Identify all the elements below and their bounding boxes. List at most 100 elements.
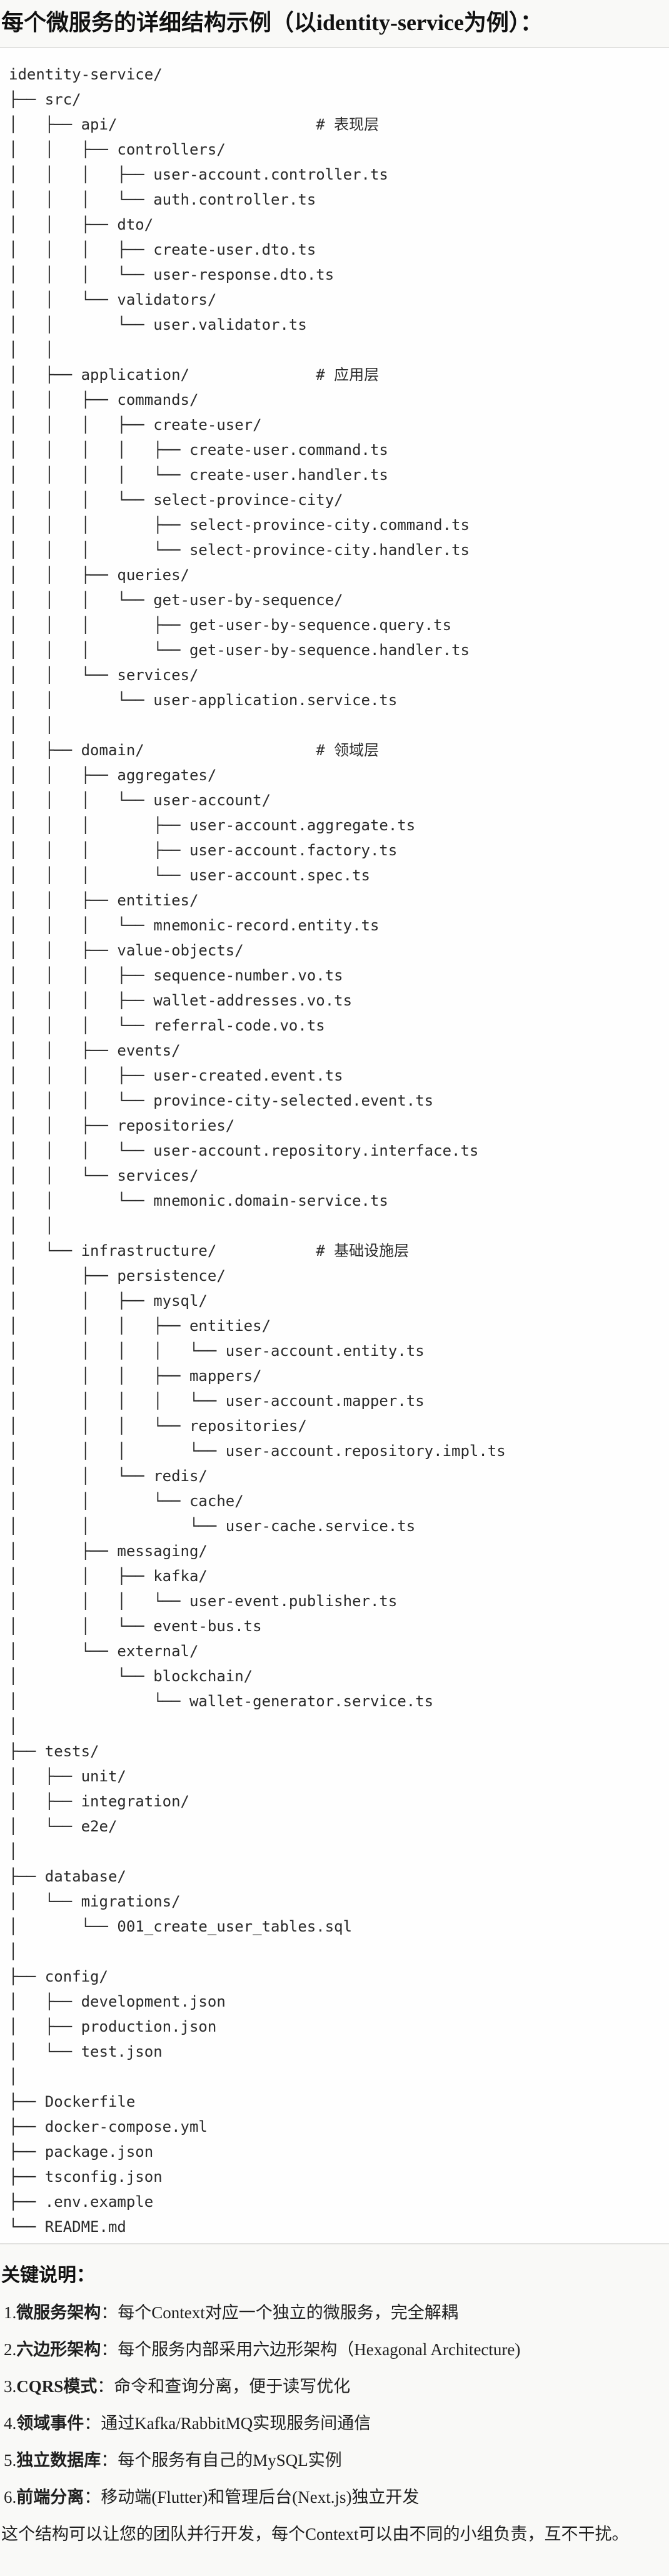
tree-line: │ │ │ └── referral-code.vo.ts xyxy=(9,1017,325,1034)
note-description: ：每个服务有自己的MySQL实例 xyxy=(101,2451,342,2470)
note-term: 六边形架构 xyxy=(16,2340,101,2359)
tree-line: ├── src/ xyxy=(9,91,81,108)
page-title: 每个微服务的详细结构示例（以identity-service为例）： xyxy=(1,10,543,35)
tree-line: │ │ └── user.validator.ts xyxy=(9,316,307,333)
tree-line: ├── Dockerfile xyxy=(9,2093,136,2110)
tree-line: │ │ xyxy=(9,341,54,359)
tree-line: ├── tsconfig.json xyxy=(9,2168,163,2186)
tree-line: │ ├── messaging/ xyxy=(9,1542,208,1560)
note-number: 3. xyxy=(4,2377,17,2396)
tree-line: │ │ │ └── mnemonic-record.entity.ts xyxy=(9,917,380,934)
tree-line: │ │ │ ├── entities/ xyxy=(9,1317,271,1335)
tree-line: │ │ └── mnemonic.domain-service.ts xyxy=(9,1192,388,1209)
tree-line: │ │ │ └── get-user-by-sequence/ xyxy=(9,591,343,609)
tree-line: │ │ │ ├── select-province-city.command.t… xyxy=(9,516,470,534)
note-item: 1.微服务架构：每个Context对应一个独立的微服务，完全解耦 xyxy=(1,2294,669,2331)
tree-line: │ │ ├── mysql/ xyxy=(9,1292,208,1310)
tree-line: │ ├── api/ # 表现层 xyxy=(9,116,380,133)
tree-line: │ │ │ ├── create-user.dto.ts xyxy=(9,241,316,258)
tree-line: │ │ │ │ └── create-user.handler.ts xyxy=(9,466,388,484)
note-number: 4. xyxy=(4,2414,17,2433)
tree-line: │ │ ├── repositories/ xyxy=(9,1117,235,1134)
tree-line: │ └── migrations/ xyxy=(9,1893,181,1910)
note-term: 领域事件 xyxy=(16,2414,84,2433)
tree-line: │ └── test.json xyxy=(9,2043,163,2060)
tree-line: │ ├── persistence/ xyxy=(9,1267,226,1285)
tree-line: │ │ │ │ └── user-account.entity.ts xyxy=(9,1342,425,1360)
tree-line: ├── config/ xyxy=(9,1968,108,1985)
tree-line: │ │ └── services/ xyxy=(9,666,199,684)
tree-line: │ │ │ ├── user-account.controller.ts xyxy=(9,166,388,183)
tree-line: └── README.md xyxy=(9,2218,126,2236)
note-description: ：命令和查询分离，便于读写优化 xyxy=(97,2377,351,2396)
tree-line: │ xyxy=(9,2068,18,2085)
directory-tree-code-block: identity-service/ ├── src/ │ ├── api/ # 表现… xyxy=(0,48,669,2244)
tree-line: │ │ │ └── province-city-selected.event.t… xyxy=(9,1092,434,1109)
tree-line: │ ├── unit/ xyxy=(9,1768,126,1785)
tree-line: │ │ ├── entities/ xyxy=(9,892,199,909)
tree-line: │ │ └── validators/ xyxy=(9,291,217,308)
tree-line: │ ├── domain/ # 领域层 xyxy=(9,741,380,759)
tree-line: │ ├── development.json xyxy=(9,1993,226,2010)
tree-line: │ │ │ ├── mappers/ xyxy=(9,1367,262,1385)
tree-line: │ │ ├── commands/ xyxy=(9,391,199,409)
tree-line: ├── tests/ xyxy=(9,1743,99,1760)
tree-line: │ │ │ ├── user-account.factory.ts xyxy=(9,842,398,859)
tree-line: │ │ │ └── repositories/ xyxy=(9,1417,307,1435)
tree-line: │ │ └── user-cache.service.ts xyxy=(9,1517,416,1535)
tree-line: │ └── 001_create_user_tables.sql xyxy=(9,1918,353,1935)
tree-line: │ │ ├── queries/ xyxy=(9,566,189,584)
tree-line: │ │ │ ├── wallet-addresses.vo.ts xyxy=(9,992,353,1009)
note-description: ：每个服务内部采用六边形架构（Hexagonal Architecture) xyxy=(101,2340,521,2359)
note-term: 独立数据库 xyxy=(16,2451,101,2470)
note-description: ：移动端(Flutter)和管理后台(Next.js)独立开发 xyxy=(84,2488,420,2507)
tree-line: identity-service/ xyxy=(9,66,163,83)
tree-line: │ ├── production.json xyxy=(9,2018,217,2035)
tree-line: │ │ │ └── user-response.dto.ts xyxy=(9,266,334,283)
tree-line: │ │ │ └── select-province-city.handler.t… xyxy=(9,541,470,559)
note-description: ：每个Context对应一个独立的微服务，完全解耦 xyxy=(101,2303,458,2322)
tree-line: │ │ └── cache/ xyxy=(9,1492,244,1510)
note-item: 5.独立数据库：每个服务有自己的MySQL实例 xyxy=(1,2442,669,2479)
note-item: 4.领域事件：通过Kafka/RabbitMQ实现服务间通信 xyxy=(1,2405,669,2442)
tree-line: │ │ │ │ └── user-account.mapper.ts xyxy=(9,1392,425,1410)
tree-line: │ │ xyxy=(9,716,54,734)
tree-line: │ │ │ └── user-account.repository.impl.t… xyxy=(9,1442,506,1460)
summary-text: 这个结构可以让您的团队并行开发，每个Context可以由不同的小组负责，互不干扰… xyxy=(1,2525,629,2543)
note-term: CQRS模式 xyxy=(16,2377,98,2396)
notes-heading: 关键说明： xyxy=(1,2265,95,2286)
tree-line: │ │ │ │ ├── create-user.command.ts xyxy=(9,441,388,459)
tree-line: │ │ ├── kafka/ xyxy=(9,1567,208,1585)
tree-line: │ │ │ ├── user-account.aggregate.ts xyxy=(9,817,416,834)
tree-line: │ └── wallet-generator.service.ts xyxy=(9,1693,434,1710)
tree-line: │ │ └── user-application.service.ts xyxy=(9,691,398,709)
tree-line: │ └── e2e/ xyxy=(9,1818,118,1835)
tree-line: │ │ └── redis/ xyxy=(9,1467,208,1485)
tree-line: │ │ ├── value-objects/ xyxy=(9,942,244,959)
note-number: 6. xyxy=(4,2488,17,2507)
tree-line: │ xyxy=(9,1943,18,1960)
tree-line: │ │ │ └── user-event.publisher.ts xyxy=(9,1592,398,1610)
note-item: 3.CQRS模式：命令和查询分离，便于读写优化 xyxy=(1,2368,669,2405)
tree-line: │ │ │ ├── user-created.event.ts xyxy=(9,1067,343,1084)
tree-line: │ │ │ ├── sequence-number.vo.ts xyxy=(9,967,343,984)
tree-line: │ ├── integration/ xyxy=(9,1793,189,1810)
note-description: ：通过Kafka/RabbitMQ实现服务间通信 xyxy=(84,2414,371,2433)
note-number: 1. xyxy=(4,2303,17,2322)
note-number: 5. xyxy=(4,2451,17,2470)
tree-line: ├── database/ xyxy=(9,1868,126,1885)
tree-line: │ xyxy=(9,1843,18,1860)
tree-line: │ ├── application/ # 应用层 xyxy=(9,366,380,384)
tree-line: │ │ ├── events/ xyxy=(9,1042,181,1059)
note-term: 前端分离 xyxy=(16,2488,84,2507)
tree-line: │ └── infrastructure/ # 基础设施层 xyxy=(9,1242,410,1260)
tree-line: │ │ ├── aggregates/ xyxy=(9,766,217,784)
tree-line: │ │ ├── dto/ xyxy=(9,216,154,233)
tree-line: │ │ └── event-bus.ts xyxy=(9,1617,262,1635)
tree-line: │ │ └── services/ xyxy=(9,1167,199,1184)
tree-line: │ │ │ └── get-user-by-sequence.handler.t… xyxy=(9,641,470,659)
tree-line: │ └── blockchain/ xyxy=(9,1667,253,1685)
tree-line: │ │ ├── controllers/ xyxy=(9,141,226,158)
